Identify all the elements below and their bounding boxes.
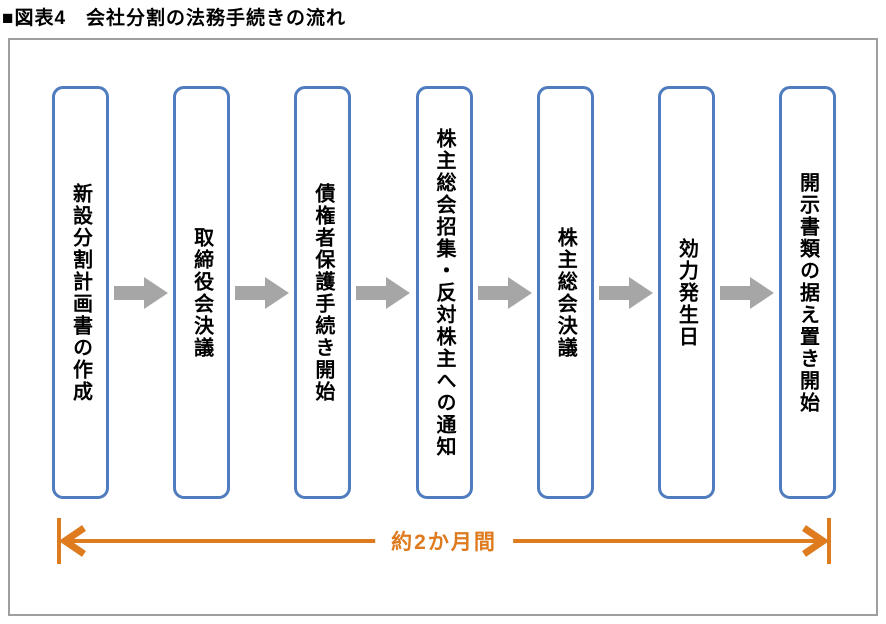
step-label: 新設分割計画書の作成 [69,182,92,403]
step-box-creditor-protection: 債権者保護手続き開始 [294,86,352,499]
step-box-disclosure-documents: 開示書類の据え置き開始 [779,86,837,499]
step-label: 債権者保護手続き開始 [311,182,334,403]
duration-measure-arrow: 約2か月間 [57,518,831,564]
right-arrow-icon [109,86,173,499]
arrowhead-left-icon [60,525,86,557]
right-arrow-icon [230,86,294,499]
arrowhead-right-icon [802,525,828,557]
step-box-shareholder-resolution: 株主総会決議 [536,86,594,499]
process-flow: 新設分割計画書の作成 取締役会決議 債権者保護手続き開始 株主総会招集・反対株主… [52,86,837,499]
step-label: 効力発生日 [675,237,698,348]
step-box-effective-date: 効力発生日 [657,86,715,499]
step-label: 株主総会招集・反対株主への通知 [433,127,456,458]
step-label: 取締役会決議 [190,226,213,359]
figure-title: ■図表4 会社分割の法務手続きの流れ [2,8,347,29]
measure-end-bar-left [57,518,61,564]
right-arrow-icon [594,86,658,499]
step-label: 株主総会決議 [554,226,577,359]
right-arrow-icon [715,86,779,499]
step-box-board-resolution: 取締役会決議 [173,86,231,499]
diagram-frame: 新設分割計画書の作成 取締役会決議 債権者保護手続き開始 株主総会招集・反対株主… [8,38,878,616]
right-arrow-icon [351,86,415,499]
duration-label: 約2か月間 [375,524,513,558]
right-arrow-icon [473,86,537,499]
step-label: 開示書類の据え置き開始 [796,171,819,414]
step-box-shareholder-meeting-notice: 株主総会招集・反対株主への通知 [415,86,473,499]
measure-end-bar-right [827,518,831,564]
step-box-new-split-plan: 新設分割計画書の作成 [52,86,109,499]
